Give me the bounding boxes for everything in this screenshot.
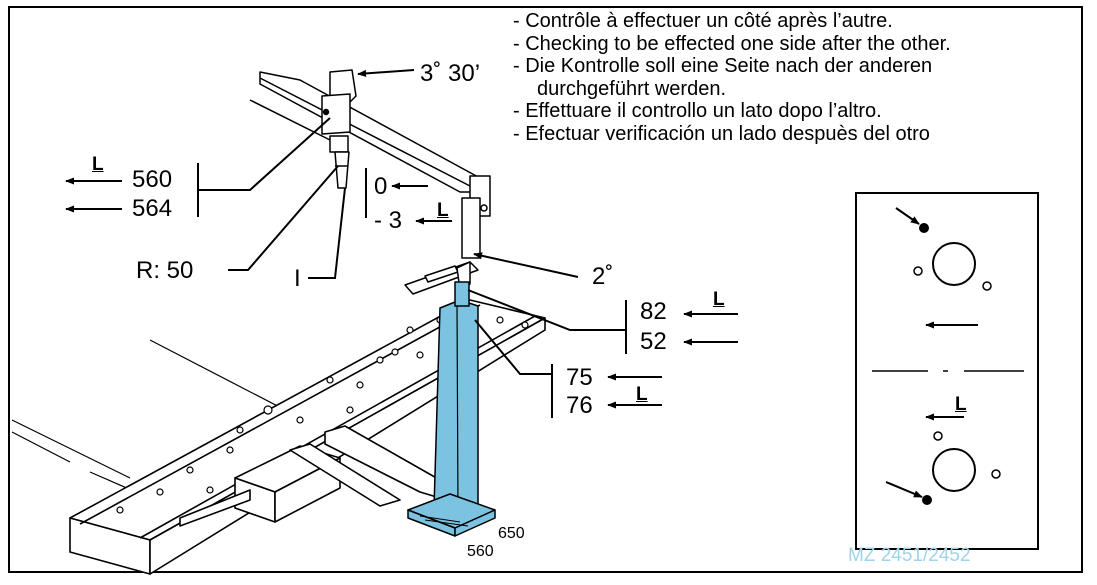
rail-holes: [116, 316, 529, 514]
note-french: - Contrôle à effectuer un côté après l’a…: [513, 10, 893, 32]
l-marker-left: L: [92, 154, 104, 175]
instruction-notes: - Contrôle à effectuer un côté après l’a…: [513, 10, 951, 145]
dim-label-76: 76: [566, 392, 593, 419]
note-german-2: durchgeführt werden.: [537, 77, 727, 100]
upper-beam: [249, 71, 491, 259]
l-marker-inset: L: [955, 394, 967, 415]
dim-label-560: 560: [132, 166, 173, 193]
base-label-650: 650: [498, 525, 525, 542]
note-spanish: - Efectuar verificación un lado despuès …: [513, 122, 930, 145]
angle-label-side: 2˚: [592, 263, 614, 290]
l-marker-82: L: [713, 289, 725, 310]
dim-label-82: 82: [640, 298, 667, 325]
dim-label-564: 564: [132, 195, 173, 222]
angle-label-top: 3˚ 30’: [420, 60, 481, 87]
base-label-560: 560: [467, 543, 494, 560]
detail-inset: [855, 192, 1039, 550]
dim-label-75: 75: [566, 364, 593, 391]
cross-members: [179, 425, 441, 527]
note-german-1: - Die Kontrolle soll eine Seite nach der…: [513, 55, 933, 77]
point-label-i: I: [294, 265, 301, 292]
indicator-arrows: [65, 69, 738, 409]
dim-label-52: 52: [640, 328, 667, 355]
note-italian: - Effettuare il controllo un lato dopo l…: [513, 100, 882, 122]
radius-label: R: 50: [136, 257, 194, 284]
model-reference: MZ 2451/2452: [848, 545, 971, 566]
note-english: - Checking to be effected one side after…: [513, 32, 951, 55]
leader-lines: [197, 117, 627, 418]
dim-label-0: 0: [374, 173, 388, 200]
l-marker-76: L: [636, 384, 648, 405]
drawing-frame: [8, 6, 1083, 573]
support-column: [407, 281, 496, 537]
l-marker-mid: L: [437, 200, 449, 221]
dim-label-minus-3: - 3: [374, 207, 403, 234]
seat-support-head: [321, 69, 357, 189]
